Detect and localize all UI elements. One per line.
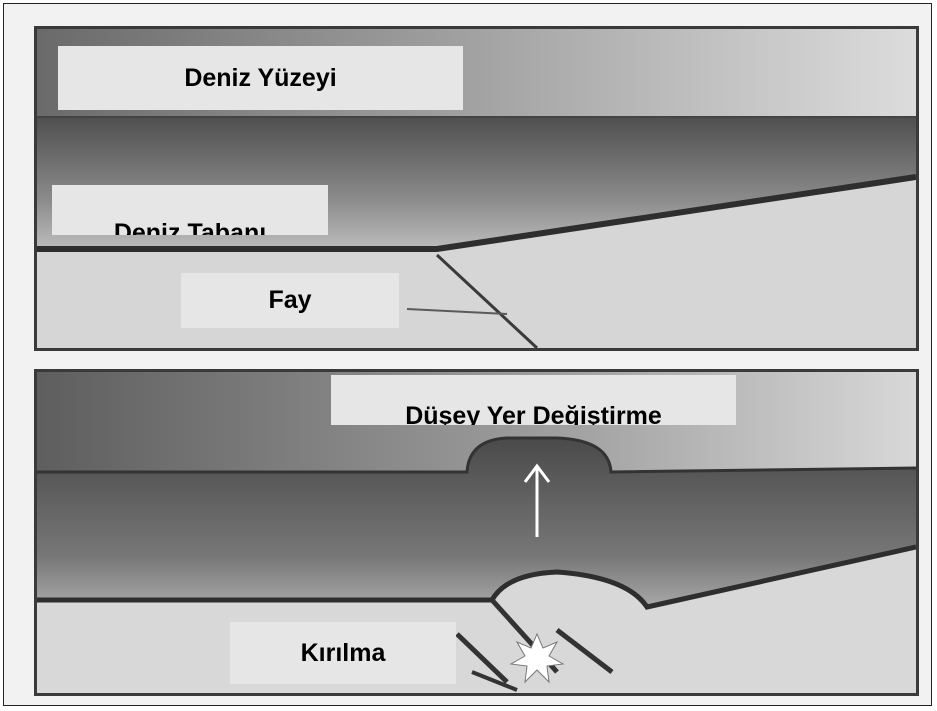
label-fault-text: Fay [268, 286, 311, 315]
label-fault: Fay [181, 273, 399, 328]
label-vertical-displacement-text: Düşey Yer Değiştirme [405, 402, 662, 425]
label-vertical-displacement: Düşey Yer Değiştirme [331, 375, 736, 425]
label-sea-surface-text: Deniz Yüzeyi [184, 64, 336, 93]
label-sea-floor-text: Deniz Tabanı [114, 219, 266, 235]
label-rupture: Kırılma [230, 622, 456, 684]
label-sea-floor: Deniz Tabanı [52, 185, 328, 235]
label-rupture-text: Kırılma [301, 639, 386, 668]
label-sea-surface: Deniz Yüzeyi [58, 46, 463, 110]
